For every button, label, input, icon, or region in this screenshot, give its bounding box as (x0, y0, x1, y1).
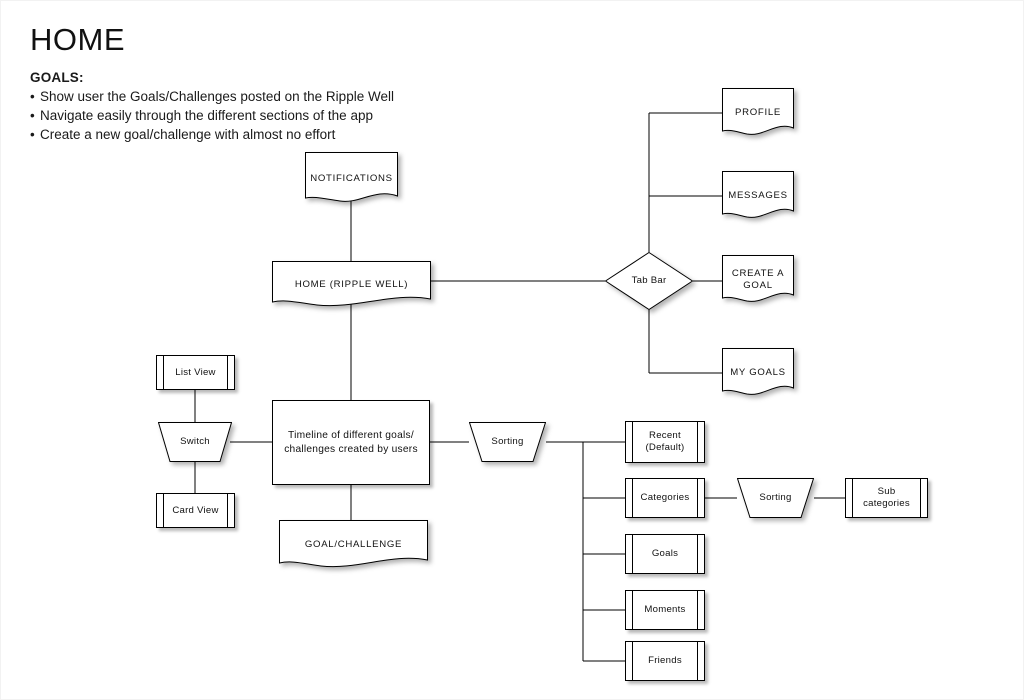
node-create-a-goal[interactable]: CREATE A GOAL (722, 255, 794, 305)
goal-text-1: Show user the Goals/Challenges posted on… (40, 89, 394, 104)
node-my-goals[interactable]: MY GOALS (722, 348, 794, 398)
node-goals[interactable]: Goals (625, 534, 705, 574)
node-card-view[interactable]: Card View (156, 493, 235, 528)
node-label: Moments (644, 604, 686, 615)
node-friends[interactable]: Friends (625, 641, 705, 681)
node-home[interactable]: HOME (RIPPLE WELL) (272, 261, 431, 309)
goal-text-2: Navigate easily through the different se… (40, 108, 373, 123)
node-label: Timeline of different goals/ challenges … (284, 429, 418, 455)
node-list-view[interactable]: List View (156, 355, 235, 390)
node-sub-categories[interactable]: Sub categories (845, 478, 928, 518)
node-sorting-sub[interactable]: Sorting (737, 478, 814, 518)
node-label: Recent (Default) (645, 430, 685, 453)
node-recent-default[interactable]: Recent (Default) (625, 421, 705, 463)
goal-line-1: • Show user the Goals/Challenges posted o… (30, 87, 394, 106)
node-notifications[interactable]: NOTIFICATIONS (305, 152, 398, 205)
node-timeline[interactable]: Timeline of different goals/ challenges … (272, 400, 430, 485)
node-sorting-main[interactable]: Sorting (469, 422, 546, 462)
bullet-icon: • (30, 127, 35, 142)
node-switch[interactable]: Switch (158, 422, 232, 462)
goal-text-3: Create a new goal/challenge with almost … (40, 127, 336, 142)
page-title: HOME (30, 22, 125, 57)
node-goal-challenge[interactable]: GOAL/CHALLENGE (279, 520, 428, 570)
node-profile[interactable]: PROFILE (722, 88, 794, 138)
node-label: List View (175, 366, 216, 378)
bullet-icon: • (30, 108, 35, 123)
node-label: Friends (648, 655, 682, 666)
node-label: Card View (172, 504, 219, 516)
node-messages[interactable]: MESSAGES (722, 171, 794, 221)
node-tab-bar[interactable]: Tab Bar (605, 252, 693, 310)
node-label: Sub categories (863, 486, 910, 509)
goals-block: GOALS: • Show user the Goals/Challenges p… (30, 68, 394, 144)
goals-heading: GOALS: (30, 70, 84, 85)
node-moments[interactable]: Moments (625, 590, 705, 630)
node-label: Categories (640, 492, 690, 503)
bullet-icon: • (30, 89, 35, 104)
node-label: Goals (651, 548, 679, 559)
node-categories[interactable]: Categories (625, 478, 705, 518)
goal-line-3: • Create a new goal/challenge with almost… (30, 125, 394, 144)
goal-line-2: • Navigate easily through the different s… (30, 106, 394, 125)
